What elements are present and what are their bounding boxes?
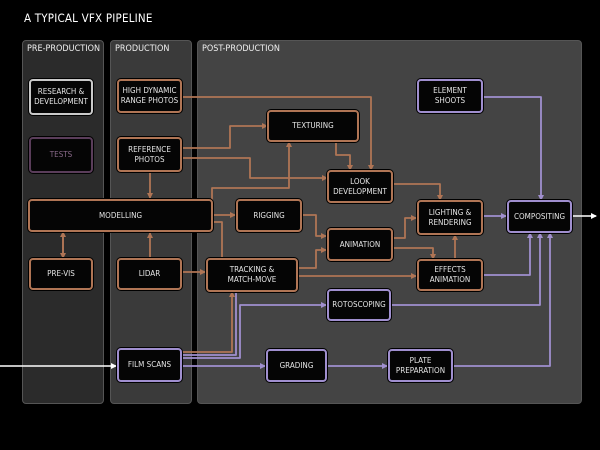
node-effects-animation: EFFECTS ANIMATION bbox=[417, 259, 483, 291]
wire-texturing-to-lookdev bbox=[335, 141, 353, 171]
node-modelling: MODELLING bbox=[28, 199, 213, 232]
node-element-shoots: ELEMENT SHOOTS bbox=[417, 79, 483, 113]
node-rotoscoping: ROTOSCOPING bbox=[327, 289, 391, 321]
wire-filmscans-to-tracking-2 bbox=[182, 292, 237, 356]
node-rigging: RIGGING bbox=[236, 199, 302, 232]
node-research-development: RESEARCH & DEVELOPMENT bbox=[29, 79, 93, 115]
node-tracking-match-move: TRACKING & MATCH-MOVE bbox=[206, 258, 298, 292]
wire-reference-to-lookdev bbox=[181, 157, 328, 181]
wire-lookdev-to-lighting bbox=[392, 183, 443, 201]
node-texturing: TEXTURING bbox=[267, 110, 359, 142]
node-lidar: LIDAR bbox=[117, 258, 182, 290]
wire-effects-to-compositing bbox=[482, 232, 533, 276]
wire-animation-to-lighting bbox=[392, 215, 417, 239]
wire-element-shoots-to-compositing bbox=[482, 96, 544, 201]
node-hdr-photos: HIGH DYNAMIC RANGE PHOTOS bbox=[117, 79, 182, 113]
node-reference-photos: REFERENCE PHOTOS bbox=[117, 137, 182, 172]
node-look-development: LOOK DEVELOPMENT bbox=[327, 170, 393, 203]
wire-filmscans-to-rotoscoping bbox=[182, 302, 327, 359]
phase-post-production-label: POST-PRODUCTION bbox=[202, 44, 280, 54]
node-animation: ANIMATION bbox=[327, 228, 393, 261]
node-compositing: COMPOSITING bbox=[507, 200, 572, 233]
phase-pre-production-label: PRE-PRODUCTION bbox=[27, 44, 101, 54]
node-film-scans: FILM SCANS bbox=[117, 348, 182, 382]
node-tests: TESTS bbox=[29, 137, 93, 173]
diagram-title: A TYPICAL VFX PIPELINE bbox=[24, 11, 153, 25]
node-lighting-rendering: LIGHTING & RENDERING bbox=[417, 200, 483, 235]
wire-rigging-to-animation bbox=[302, 214, 327, 239]
node-plate-preparation: PLATE PREPARATION bbox=[388, 349, 453, 382]
wire-hdr-to-lookdev bbox=[181, 96, 374, 171]
wire-modelling-to-texturing bbox=[211, 141, 292, 205]
phase-production-label: PRODUCTION bbox=[115, 44, 170, 54]
wire-tracking-to-animation bbox=[297, 247, 327, 269]
wire-reference-to-texturing bbox=[181, 123, 268, 149]
wire-rotoscoping-to-compositing bbox=[390, 232, 543, 306]
wire-animation-to-effects bbox=[392, 247, 436, 260]
wire-plateprep-to-compositing bbox=[452, 232, 553, 367]
node-pre-vis: PRE-VIS bbox=[29, 258, 93, 290]
node-grading: GRADING bbox=[266, 349, 327, 382]
wire-filmscans-to-tracking bbox=[182, 291, 235, 353]
